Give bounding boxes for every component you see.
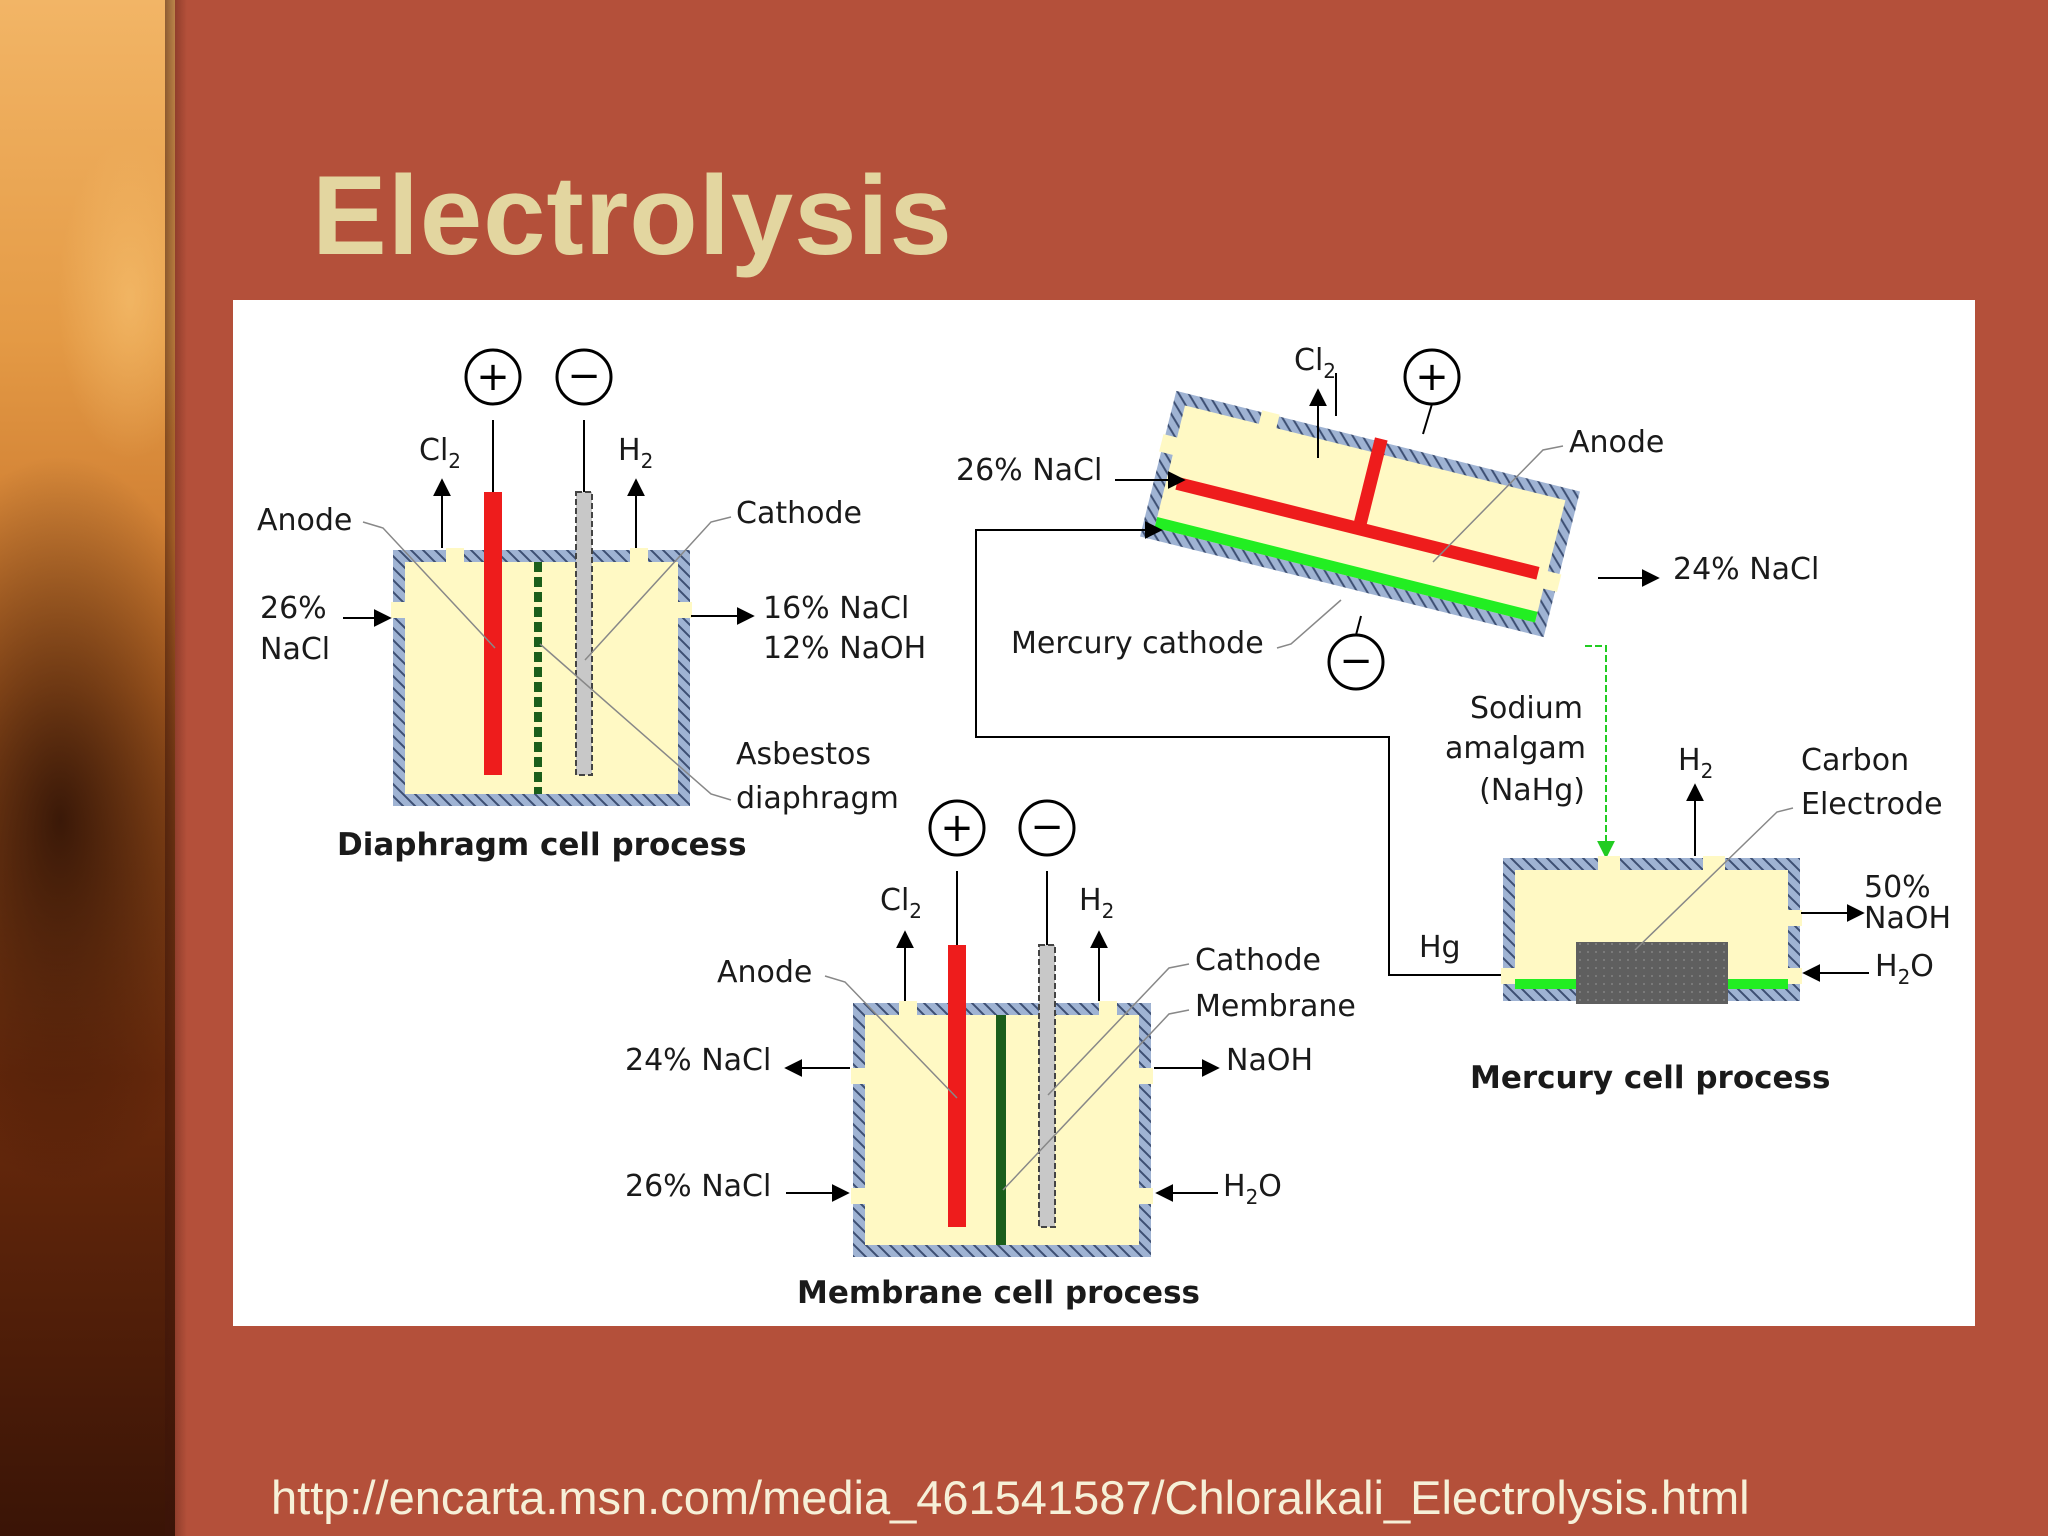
diaphragm-anode xyxy=(484,492,502,775)
mercury-gas-cl2: Cl2 xyxy=(1294,343,1336,383)
hg-label: Hg xyxy=(1419,930,1461,965)
amalgam-label-1: Sodium xyxy=(1470,691,1583,726)
membrane-outlet-right-label: NaOH xyxy=(1226,1043,1313,1078)
diaphragm-gas-h2: H2 xyxy=(618,433,653,473)
mercury-anode-label: Anode xyxy=(1569,425,1664,460)
membrane-label: Membrane xyxy=(1195,989,1356,1024)
decomposer-outlet-label-1: 50% xyxy=(1864,870,1931,905)
diaphragm-inlet-label-1: 26% xyxy=(260,591,327,626)
svg-text:−: − xyxy=(1030,804,1064,850)
positive-terminal-icon: + xyxy=(464,348,522,406)
positive-terminal-icon: + xyxy=(928,799,986,857)
negative-terminal-icon: − xyxy=(1327,633,1385,691)
mercury-cathode-pool xyxy=(1154,517,1538,623)
diaphragm-cathode-label: Cathode xyxy=(736,496,862,531)
ion-exchange-membrane xyxy=(996,1015,1006,1245)
amalgam-label-2: amalgam xyxy=(1445,731,1586,766)
mercury-cell-anode-plate xyxy=(1175,477,1540,580)
asbestos-diaphragm-label-2: diaphragm xyxy=(736,781,899,816)
diagram-panel: + − Cl2 H2 Anode Cathode 26% NaCl 16% Na… xyxy=(233,300,1975,1326)
svg-text:+: + xyxy=(1415,354,1449,400)
asbestos-diaphragm-label-1: Asbestos xyxy=(736,737,871,772)
carbon-electrode-label-1: Carbon xyxy=(1801,743,1909,778)
svg-text:−: − xyxy=(1339,638,1373,684)
mercury-cell-anode-stem xyxy=(1353,437,1388,528)
mercury-recycle-line xyxy=(975,521,1516,976)
mercury-cell: + − Cl2 26% NaCl 24% NaCl Anode Mercury … xyxy=(956,343,1819,976)
membrane-cell: + − Cl2 H2 Anode Cathode Membrane 24% Na… xyxy=(625,799,1356,1311)
svg-text:+: + xyxy=(940,805,974,851)
decomposer-cell: H2 Carbon Electrode 50% NaOH H2O Mercury… xyxy=(1470,743,1951,1096)
membrane-anode-label: Anode xyxy=(717,955,812,990)
diaphragm-cathode xyxy=(575,491,593,776)
membrane-inlet-right-label: H2O xyxy=(1223,1169,1282,1209)
diaphragm-anode-label: Anode xyxy=(257,503,352,538)
chloralkali-electrolysis-diagram: + − Cl2 H2 Anode Cathode 26% NaCl 16% Na… xyxy=(257,343,1951,1311)
mercury-inlet-label: 26% NaCl xyxy=(956,453,1102,488)
diaphragm-outlet-label-2: 12% NaOH xyxy=(763,631,926,666)
svg-text:+: + xyxy=(476,354,510,400)
diaphragm-cell: + − Cl2 H2 Anode Cathode 26% NaCl 16% Na… xyxy=(257,348,926,863)
membrane-inlet-left-label: 26% NaCl xyxy=(625,1169,771,1204)
carbon-electrode xyxy=(1576,942,1728,1004)
diaphragm-gas-cl2: Cl2 xyxy=(419,433,461,473)
source-url-text: http://encarta.msn.com/media_461541587/C… xyxy=(271,1471,1750,1524)
diaphragm-cell-caption: Diaphragm cell process xyxy=(337,827,747,863)
decomposer-inlet-label: H2O xyxy=(1875,949,1934,989)
mercury-cathode-label: Mercury cathode xyxy=(1011,626,1264,661)
negative-terminal-icon: − xyxy=(1018,799,1076,857)
membrane-cathode xyxy=(1038,944,1056,1228)
background-glass-image xyxy=(0,0,175,1536)
membrane-cell-caption: Membrane cell process xyxy=(797,1275,1200,1311)
membrane-gas-cl2: Cl2 xyxy=(880,883,922,923)
carbon-electrode-label-2: Electrode xyxy=(1801,787,1943,822)
diaphragm-inlet-label-2: NaCl xyxy=(260,632,330,667)
amalgam-flow-line xyxy=(1585,645,1615,859)
membrane-outlet-left-label: 24% NaCl xyxy=(625,1043,771,1078)
negative-terminal-icon: − xyxy=(555,348,613,406)
decomposer-gas-h2: H2 xyxy=(1678,743,1713,783)
decomposer-outlet-label-2: NaOH xyxy=(1864,901,1951,936)
membrane-anode xyxy=(948,945,966,1227)
background-divider xyxy=(165,0,187,1536)
membrane-gas-h2: H2 xyxy=(1079,883,1114,923)
positive-terminal-icon: + xyxy=(1403,348,1461,406)
mercury-outlet-label: 24% NaCl xyxy=(1673,552,1819,587)
diaphragm-outlet-label-1: 16% NaCl xyxy=(763,591,909,626)
svg-text:−: − xyxy=(567,353,601,399)
slide-title: Electrolysis xyxy=(312,153,953,278)
mercury-cell-caption: Mercury cell process xyxy=(1470,1060,1830,1096)
amalgam-label-3: (NaHg) xyxy=(1479,773,1585,808)
membrane-cathode-label: Cathode xyxy=(1195,943,1321,978)
